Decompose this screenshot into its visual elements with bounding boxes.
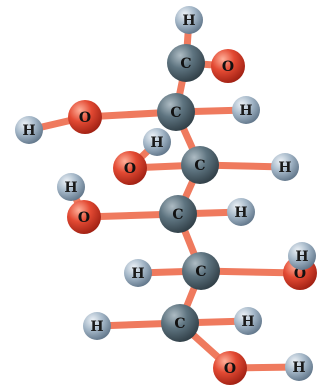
hydrogen-sphere — [143, 128, 171, 156]
oxygen-sphere — [113, 151, 147, 185]
hydrogen-sphere — [15, 116, 43, 144]
hydrogen-sphere — [83, 312, 111, 340]
oxygen-atom-o4: O — [67, 200, 101, 234]
atom-label: C — [194, 158, 205, 174]
hydrogen-atom-h8: H — [124, 259, 152, 287]
oxygen-atom-o3: O — [113, 151, 147, 185]
hydrogen-sphere — [288, 242, 316, 270]
carbon-sphere — [157, 93, 195, 131]
atom-label: H — [150, 135, 163, 151]
atom-label: O — [224, 361, 236, 377]
atom-label: C — [180, 56, 191, 72]
carbon-sphere — [167, 44, 205, 82]
oxygen-atom-o6: O — [213, 351, 247, 385]
hydrogen-atom-h3: H — [15, 116, 43, 144]
hydrogen-sphere — [124, 259, 152, 287]
atom-label: H — [64, 180, 77, 196]
hydrogen-atom-h11: H — [234, 307, 262, 335]
hydrogen-sphere — [57, 173, 85, 201]
carbon-atom-c3: C — [181, 146, 219, 184]
carbon-atom-c2: C — [157, 93, 195, 131]
hydrogen-atom-h1: H — [175, 6, 203, 34]
hydrogen-atom-h9: H — [288, 242, 316, 270]
atom-label: O — [78, 210, 90, 226]
atom-label: H — [295, 249, 308, 265]
atom-label: H — [131, 266, 144, 282]
hydrogen-sphere — [227, 198, 255, 226]
atom-label: H — [90, 319, 103, 335]
oxygen-sphere — [67, 200, 101, 234]
hydrogen-atom-h4: H — [271, 153, 299, 181]
carbon-sphere — [182, 252, 220, 290]
carbon-atom-c6: C — [161, 304, 199, 342]
carbon-atom-c1: C — [167, 44, 205, 82]
oxygen-sphere — [68, 100, 102, 134]
hydrogen-atom-h5: H — [143, 128, 171, 156]
oxygen-atom-o2: O — [68, 100, 102, 134]
atom-label: C — [172, 207, 183, 223]
atom-label: H — [292, 360, 305, 376]
atom-label: H — [241, 314, 254, 330]
atom-label: H — [22, 123, 35, 139]
carbon-atom-c5: C — [182, 252, 220, 290]
atom-label: O — [79, 110, 91, 126]
hydrogen-sphere — [271, 153, 299, 181]
hydrogen-sphere — [234, 307, 262, 335]
atom-label: C — [170, 105, 181, 121]
hydrogen-atom-h6: H — [227, 198, 255, 226]
atom-label: H — [182, 13, 195, 29]
carbon-sphere — [159, 195, 197, 233]
atom-label: O — [124, 161, 136, 177]
hydrogen-sphere — [175, 6, 203, 34]
atom-label: O — [222, 59, 234, 75]
hydrogen-atom-h12: H — [285, 353, 313, 381]
atom-label: H — [234, 205, 247, 221]
hydrogen-atom-h2: H — [232, 96, 260, 124]
carbon-sphere — [181, 146, 219, 184]
hydrogen-sphere — [285, 353, 313, 381]
hydrogen-sphere — [232, 96, 260, 124]
hydrogen-atom-h10: H — [83, 312, 111, 340]
carbon-atom-c4: C — [159, 195, 197, 233]
oxygen-atom-o1: O — [211, 49, 245, 83]
atom-label: C — [174, 316, 185, 332]
atom-label: H — [239, 103, 252, 119]
oxygen-sphere — [211, 49, 245, 83]
carbon-sphere — [161, 304, 199, 342]
atom-label: H — [278, 160, 291, 176]
atom-label: C — [195, 264, 206, 280]
oxygen-sphere — [213, 351, 247, 385]
hydrogen-atom-h7: H — [57, 173, 85, 201]
atom-label: O — [294, 266, 306, 282]
